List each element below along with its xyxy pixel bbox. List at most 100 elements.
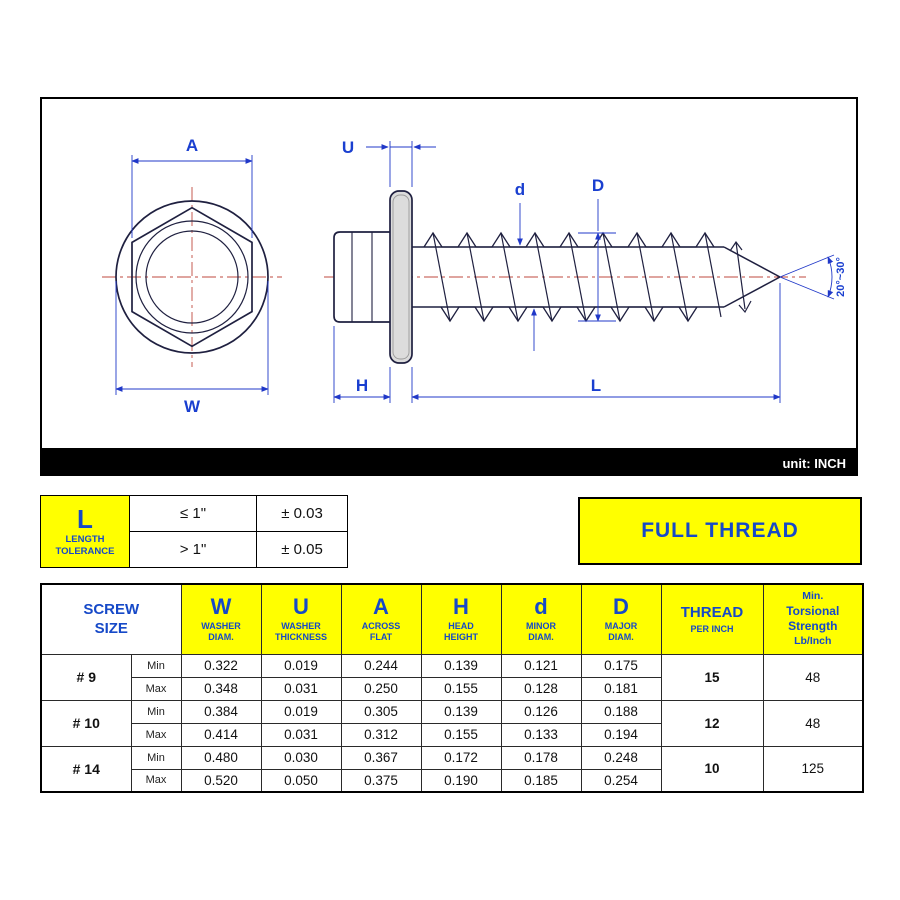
- value-cell: 0.019: [260, 653, 342, 678]
- header-caption: MINOR DIAM.: [526, 620, 556, 642]
- value-cell: 0.322: [180, 653, 262, 678]
- value-cell: 0.031: [260, 676, 342, 701]
- spec-header-row: SCREW SIZE W WASHER DIAM. U WASHER THICK…: [40, 583, 864, 655]
- technical-drawing-frame: A W U d D H L 20°~30°: [40, 97, 858, 450]
- thread-cell: 12: [660, 699, 764, 747]
- spec-row-9-min: # 9 Min 0.322 0.019 0.244 0.139 0.121 0.…: [40, 653, 864, 701]
- value-cell: 0.520: [180, 768, 262, 793]
- value-cell: 0.030: [260, 745, 342, 770]
- value-cell: 0.155: [420, 676, 502, 701]
- value-cell: 0.133: [500, 722, 582, 747]
- size-cell: # 10: [40, 699, 132, 747]
- tolerance-condition: > 1": [129, 531, 257, 568]
- value-cell: 0.050: [260, 768, 342, 793]
- strength-cell: 48: [762, 653, 864, 701]
- spec-row-10-max: Max 0.414 0.031 0.312 0.155 0.133 0.194: [41, 722, 863, 747]
- tolerance-condition: ≤ 1": [129, 495, 257, 532]
- min-label: Min: [130, 653, 182, 678]
- spec-row-14-max: Max 0.520 0.050 0.375 0.190 0.185 0.254: [41, 768, 863, 793]
- header-caption: WASHER DIAM.: [201, 620, 241, 642]
- value-cell: 0.139: [420, 653, 502, 678]
- strength-cell: 48: [762, 699, 864, 747]
- size-cell: # 14: [40, 745, 132, 793]
- header-caption: WASHER THICKNESS: [274, 620, 327, 642]
- value-cell: 0.194: [580, 722, 662, 747]
- spec-table: SCREW SIZE W WASHER DIAM. U WASHER THICK…: [40, 583, 864, 793]
- value-cell: 0.414: [180, 722, 262, 747]
- value-cell: 0.185: [500, 768, 582, 793]
- value-cell: 0.480: [180, 745, 262, 770]
- strength-header-line: Strength: [788, 619, 838, 634]
- label-D: D: [592, 176, 604, 195]
- strength-header-line: Min.: [802, 590, 824, 603]
- tolerance-value: ± 0.05: [256, 531, 348, 568]
- value-cell: 0.254: [580, 768, 662, 793]
- value-cell: 0.155: [420, 722, 502, 747]
- thread-crests-bottom: [440, 306, 698, 323]
- value-cell: 0.172: [420, 745, 502, 770]
- header-caption: HEAD HEIGHT: [443, 620, 478, 642]
- front-view-hex-head: [115, 200, 269, 354]
- unit-bar: unit: INCH: [40, 450, 858, 476]
- header-symbol: d: [534, 594, 548, 620]
- header-A: A ACROSS FLAT: [340, 583, 422, 655]
- header-d: d MINOR DIAM.: [500, 583, 582, 655]
- thread-header-line2: PER INCH: [690, 623, 734, 634]
- value-cell: 0.348: [180, 676, 262, 701]
- label-H: H: [356, 376, 368, 395]
- tolerance-row: > 1" ± 0.05: [41, 531, 348, 568]
- spec-row-9-max: Max 0.348 0.031 0.250 0.155 0.128 0.181: [41, 676, 863, 701]
- strength-header-line: Lb/Inch: [794, 634, 832, 647]
- tolerance-row: L LENGTH TOLERANCE ≤ 1" ± 0.03: [40, 495, 348, 568]
- value-cell: 0.305: [340, 699, 422, 724]
- strength-cell: 125: [762, 745, 864, 793]
- value-cell: 0.031: [260, 722, 342, 747]
- value-cell: 0.126: [500, 699, 582, 724]
- header-W: W WASHER DIAM.: [180, 583, 262, 655]
- header-caption: ACROSS FLAT: [361, 620, 401, 642]
- head-chamfer-circle: [145, 230, 239, 324]
- header-symbol: H: [453, 594, 469, 620]
- tolerance-symbol-cell: L LENGTH TOLERANCE: [40, 495, 130, 568]
- full-thread-banner: FULL THREAD: [578, 497, 862, 565]
- label-A: A: [186, 136, 198, 155]
- strength-header-line: Torsional: [786, 603, 840, 618]
- side-view-screw: [333, 190, 781, 364]
- value-cell: 0.384: [180, 699, 262, 724]
- label-L: L: [591, 376, 601, 395]
- unit-label: unit: INCH: [782, 455, 846, 471]
- tolerance-caption-line1: LENGTH: [65, 533, 105, 545]
- tolerance-symbol: L: [77, 503, 93, 534]
- value-cell: 0.312: [340, 722, 422, 747]
- header-H: H HEAD HEIGHT: [420, 583, 502, 655]
- dimension-lines: [115, 141, 835, 403]
- full-thread-label: FULL THREAD: [641, 519, 799, 542]
- thread-cell: 10: [660, 745, 764, 793]
- min-label: Min: [130, 699, 182, 724]
- value-cell: 0.188: [580, 699, 662, 724]
- washer-seal-outline: [392, 194, 410, 360]
- header-caption: MAJOR DIAM.: [604, 620, 638, 642]
- label-U: U: [342, 138, 354, 157]
- value-cell: 0.139: [420, 699, 502, 724]
- value-cell: 0.367: [340, 745, 422, 770]
- max-label: Max: [130, 768, 182, 793]
- washer-circle: [115, 200, 269, 354]
- value-cell: 0.121: [500, 653, 582, 678]
- head-inner-circle: [135, 220, 249, 334]
- header-symbol: D: [613, 594, 629, 620]
- header-U: U WASHER THICKNESS: [260, 583, 342, 655]
- header-screw-size: SCREW SIZE: [40, 583, 182, 655]
- min-label: Min: [130, 745, 182, 770]
- label-tip-angle: 20°~30°: [835, 257, 847, 297]
- header-torsional-strength: Min. Torsional Strength Lb/Inch: [762, 583, 864, 655]
- dimension-labels: A W U d D H L 20°~30°: [184, 136, 847, 416]
- value-cell: 0.190: [420, 768, 502, 793]
- header-symbol: A: [373, 594, 389, 620]
- label-W: W: [184, 397, 201, 416]
- centerlines: [102, 187, 806, 367]
- hex-head-profile: [333, 231, 392, 323]
- tip-thread-bottom: [738, 300, 752, 314]
- value-cell: 0.175: [580, 653, 662, 678]
